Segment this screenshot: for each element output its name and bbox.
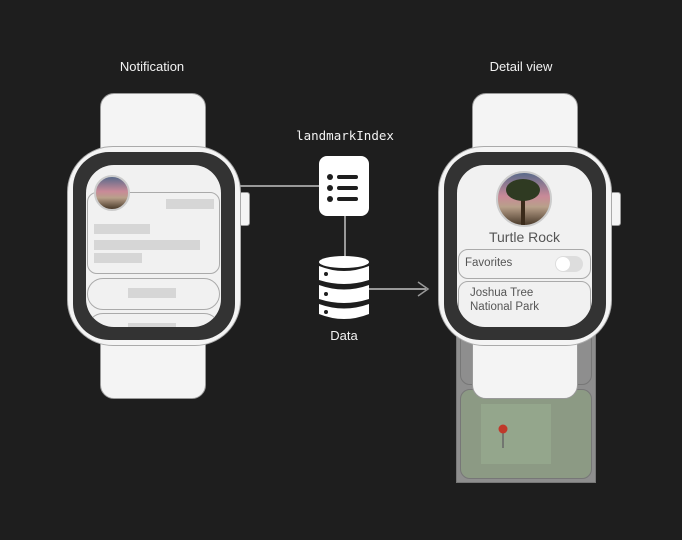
watch-screen: Turtle Rock Favorites Joshua Tree Nation… <box>457 165 592 327</box>
connector-notification-index <box>240 185 320 187</box>
placeholder-text <box>166 199 214 209</box>
map-view[interactable] <box>460 389 592 479</box>
connector-index-data <box>344 215 346 257</box>
favorites-label: Favorites <box>465 257 513 269</box>
notification-card[interactable] <box>87 192 220 274</box>
favorites-toggle[interactable] <box>555 256 583 272</box>
toggle-knob <box>556 257 570 271</box>
placeholder-text <box>128 323 176 327</box>
action-button[interactable] <box>87 313 220 327</box>
list-icon <box>319 156 369 216</box>
database-icon <box>319 256 369 319</box>
placeholder-text <box>128 288 176 298</box>
data-label: Data <box>330 328 358 343</box>
park-name-line2: National Park <box>470 301 540 313</box>
park-name-line1: Joshua Tree <box>470 287 534 299</box>
landmark-index-label: landmarkIndex <box>296 128 394 143</box>
action-button[interactable] <box>87 278 220 310</box>
tree-icon <box>506 179 540 225</box>
notification-label: Notification <box>119 59 185 74</box>
landmark-title: Turtle Rock <box>488 229 561 245</box>
detail-view-label: Detail view <box>489 59 553 74</box>
landmark-avatar <box>94 175 130 211</box>
watch-screen <box>86 165 221 327</box>
connector-data-detail <box>368 288 426 290</box>
favorites-row: Favorites <box>458 249 591 279</box>
map-pin-icon <box>498 424 508 448</box>
placeholder-text <box>94 253 142 263</box>
placeholder-text <box>94 240 200 250</box>
placeholder-text <box>94 224 150 234</box>
map-park-area <box>481 404 551 464</box>
park-card: Joshua Tree National Park <box>458 281 591 327</box>
arrowhead-icon <box>417 281 430 297</box>
landmark-photo <box>496 171 552 227</box>
